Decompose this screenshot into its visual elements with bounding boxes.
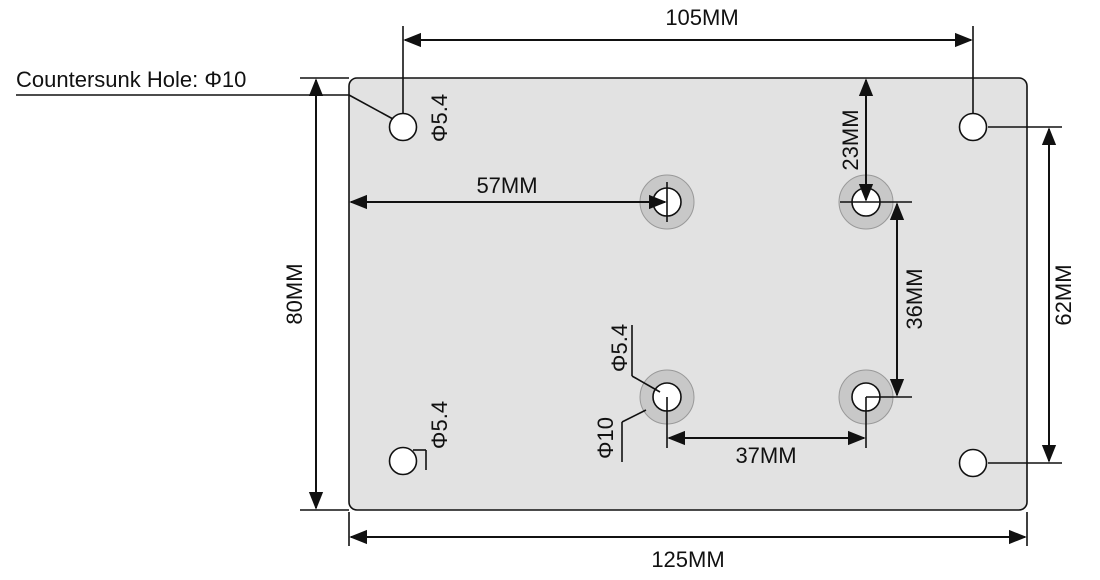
- dim-80mm-label: 80MM: [282, 263, 307, 324]
- dimension-37mm: 37MM: [666, 397, 867, 468]
- dim-36mm-label: 36MM: [902, 268, 927, 329]
- dim-23mm-label: 23MM: [838, 109, 863, 170]
- hole-top-right: [958, 112, 988, 142]
- countersunk-note-label: Countersunk Hole: Φ10: [16, 67, 246, 92]
- dim-105mm-label: 105MM: [665, 5, 738, 30]
- hole-bottom-left-callout: Φ5.4: [413, 401, 452, 470]
- dimension-125mm: 125MM: [348, 512, 1028, 572]
- dim-62mm-label: 62MM: [1051, 264, 1076, 325]
- hole-center-large-label: Φ10: [593, 417, 618, 459]
- dim-125mm-label: 125MM: [651, 547, 724, 572]
- hole-top-left-label: Φ5.4: [427, 94, 452, 142]
- dimension-23mm: 23MM: [838, 78, 912, 203]
- hole-center-small-label: Φ5.4: [607, 324, 632, 372]
- countersunk-center-callout: Φ5.4 Φ10: [593, 324, 661, 462]
- dimension-57mm: 57MM: [349, 173, 668, 222]
- hole-bottom-left: [388, 446, 418, 476]
- dimension-80mm: 80MM: [282, 77, 349, 511]
- dimension-62mm: 62MM: [988, 126, 1076, 464]
- dim-57mm-label: 57MM: [476, 173, 537, 198]
- hole-bottom-right: [958, 448, 988, 478]
- dim-37mm-label: 37MM: [735, 443, 796, 468]
- dimension-105mm: 105MM: [402, 5, 974, 113]
- countersunk-note: Countersunk Hole: Φ10: [16, 67, 394, 120]
- hole-top-left: [388, 112, 418, 142]
- dimension-36mm: 36MM: [866, 202, 927, 398]
- hole-bottom-left-label: Φ5.4: [427, 401, 452, 449]
